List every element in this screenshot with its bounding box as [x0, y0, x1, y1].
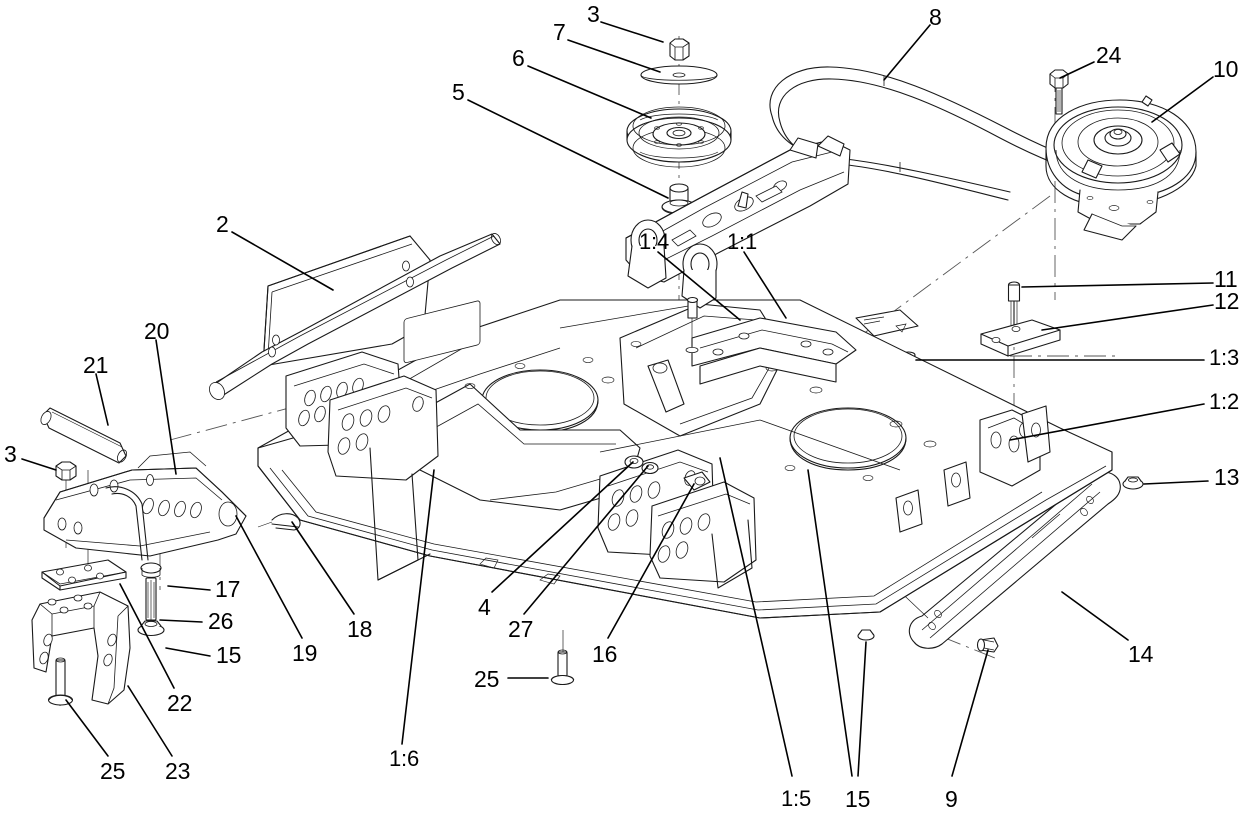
- callout-label-16: 16: [592, 641, 618, 667]
- part-20-deck-lift-plate: [43, 451, 247, 557]
- part-7-flat-washer: [640, 65, 718, 85]
- callout-label-15-bottom: 15: [845, 786, 871, 812]
- part-1-6-deck-weldment-left: [285, 351, 439, 581]
- callout-label-20: 20: [144, 318, 170, 344]
- part-14-roller-bar: [889, 471, 1121, 649]
- callout-label-21: 21: [83, 352, 109, 378]
- part-23-caster-bracket: [31, 591, 131, 705]
- part-16-idler-spring-pin: [683, 471, 711, 491]
- part-25-carriage-bolt-lower-left: [47, 657, 74, 706]
- callout-label-3-left: 3: [4, 441, 17, 467]
- part-24-hex-bolt: [1049, 69, 1069, 115]
- part-1-1-decal: [855, 309, 919, 337]
- part-6-idler-pulley: [626, 106, 732, 168]
- part-27-idler-arm-bushing: [641, 461, 659, 475]
- part-1-5-deck-weldment-right: [597, 449, 757, 589]
- callout-label-8: 8: [929, 4, 942, 30]
- callout-label-5: 5: [452, 79, 465, 105]
- part-2-lift-arm-bracket-left: [209, 233, 501, 400]
- part-10-spindle-assembly: [1045, 95, 1197, 241]
- part-12-spacer-plate: [980, 319, 1061, 357]
- callout-label-1-5: 1:5: [781, 786, 811, 811]
- callout-label-23: 23: [165, 758, 191, 784]
- part-9-carriage-bolt: [976, 637, 999, 653]
- callout-label-11: 11: [1214, 266, 1238, 292]
- callout-label-1-4: 1:4: [639, 229, 669, 254]
- callout-label-6: 6: [512, 45, 525, 71]
- callout-label-17: 17: [215, 576, 241, 602]
- part-15-flange-nut-right: [857, 629, 875, 641]
- part-1-4-bracket-center: [691, 317, 857, 385]
- callout-label-18: 18: [347, 616, 373, 642]
- part-13-flange-nut: [1122, 476, 1144, 490]
- callout-label-1-2: 1:2: [1209, 389, 1239, 414]
- callout-label-25-left: 25: [100, 758, 126, 784]
- callout-label-2: 2: [216, 211, 229, 237]
- callout-label-4: 4: [478, 594, 491, 620]
- callout-label-10: 10: [1213, 56, 1239, 82]
- callout-label-1-6: 1:6: [389, 746, 419, 771]
- callout-label-15-left: 15: [216, 642, 242, 668]
- part-18-hairpin-cotter: [257, 513, 301, 531]
- callout-label-3-top: 3: [587, 1, 600, 27]
- leader-lines: [21, 21, 1214, 777]
- part-26-eye-bolt: [105, 486, 162, 621]
- part-21-pin-rod: [40, 407, 128, 464]
- part-3-locknut-top: [669, 38, 690, 61]
- callout-label-7: 7: [553, 19, 566, 45]
- part-1-2-bracket-rear-right: [895, 405, 1051, 533]
- callout-label-25-center: 25: [474, 666, 500, 692]
- callout-label-14: 14: [1128, 641, 1154, 667]
- callout-label-13: 13: [1214, 464, 1240, 490]
- part-15-flange-nut-eyebolt: [137, 620, 165, 637]
- part-22-shim-plate: [41, 559, 127, 591]
- callout-label-12: 12: [1214, 288, 1240, 314]
- callout-label-9: 9: [945, 786, 958, 812]
- callout-label-22: 22: [167, 690, 193, 716]
- callout-label-1-3: 1:3: [1209, 345, 1239, 370]
- callout-label-1-1: 1:1: [727, 229, 757, 254]
- callout-label-19: 19: [292, 640, 318, 666]
- callout-label-27: 27: [508, 616, 534, 642]
- callout-label-24: 24: [1096, 42, 1122, 68]
- callout-label-26: 26: [208, 608, 234, 634]
- part-25-carriage-bolt-center: [550, 649, 575, 686]
